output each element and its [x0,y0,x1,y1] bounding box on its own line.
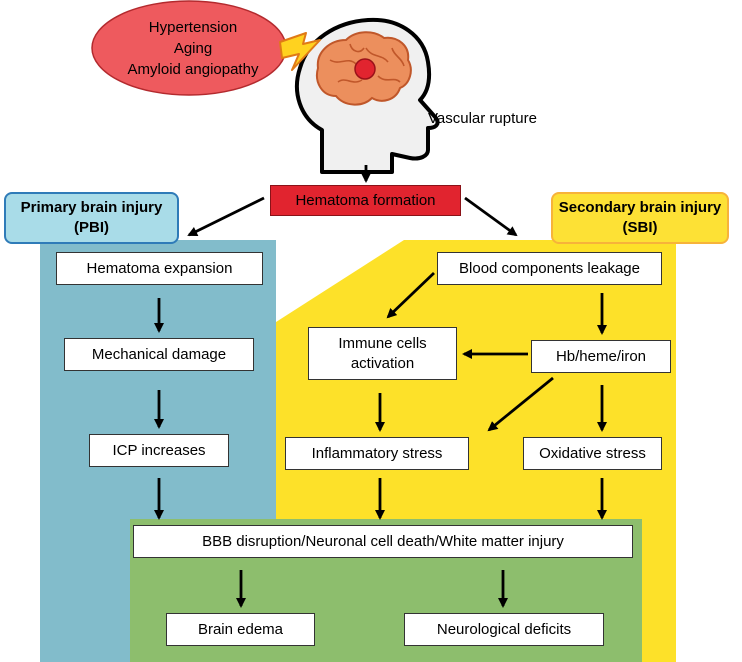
head-illustration [91,0,440,174]
vascular-rupture-label: Vascular rupture [428,110,537,127]
sbi-title: Secondary brain injury [558,199,722,216]
sbi-header: Secondary brain injury (SBI) [551,192,729,244]
pbi-header: Primary brain injury (PBI) [4,192,179,244]
hematoma-formation-box: Hematoma formation [270,185,461,216]
hb-heme-iron-box: Hb/heme/iron [531,340,671,373]
oxidative-stress-box: Oxidative stress [523,437,662,470]
immune-line1: Immune cells [338,334,427,352]
immune-line2: activation [350,354,415,372]
arrow-leakage-to-immune [386,271,435,319]
bbb-disruption-box: BBB disruption/Neuronal cell death/White… [133,525,633,558]
neurological-deficits-box: Neurological deficits [404,613,604,646]
pbi-title: Primary brain injury [20,199,163,216]
arrow-hb-to-inflammatory [487,376,554,432]
immune-cells-activation-box: Immune cells activation [308,327,457,380]
risk-factors-text: Hypertension Aging Amyloid angiopathy [118,17,268,80]
risk-factor-aging: Aging [173,40,213,57]
arrow-hematoma-to-sbi [464,196,518,237]
risk-factor-hypertension: Hypertension [148,19,238,36]
hemorrhage-spot [354,58,376,80]
inflammatory-stress-box: Inflammatory stress [285,437,469,470]
blood-components-leakage-box: Blood components leakage [437,252,662,285]
hematoma-expansion-box: Hematoma expansion [56,252,263,285]
lightning-icon [279,32,321,71]
brain-edema-box: Brain edema [166,613,315,646]
risk-factor-amyloid: Amyloid angiopathy [127,61,259,78]
mechanical-damage-box: Mechanical damage [64,338,254,371]
sbi-abbr: (SBI) [622,219,658,236]
arrow-hematoma-to-pbi [187,196,265,237]
icp-increases-box: ICP increases [89,434,229,467]
pbi-abbr: (PBI) [74,219,109,236]
